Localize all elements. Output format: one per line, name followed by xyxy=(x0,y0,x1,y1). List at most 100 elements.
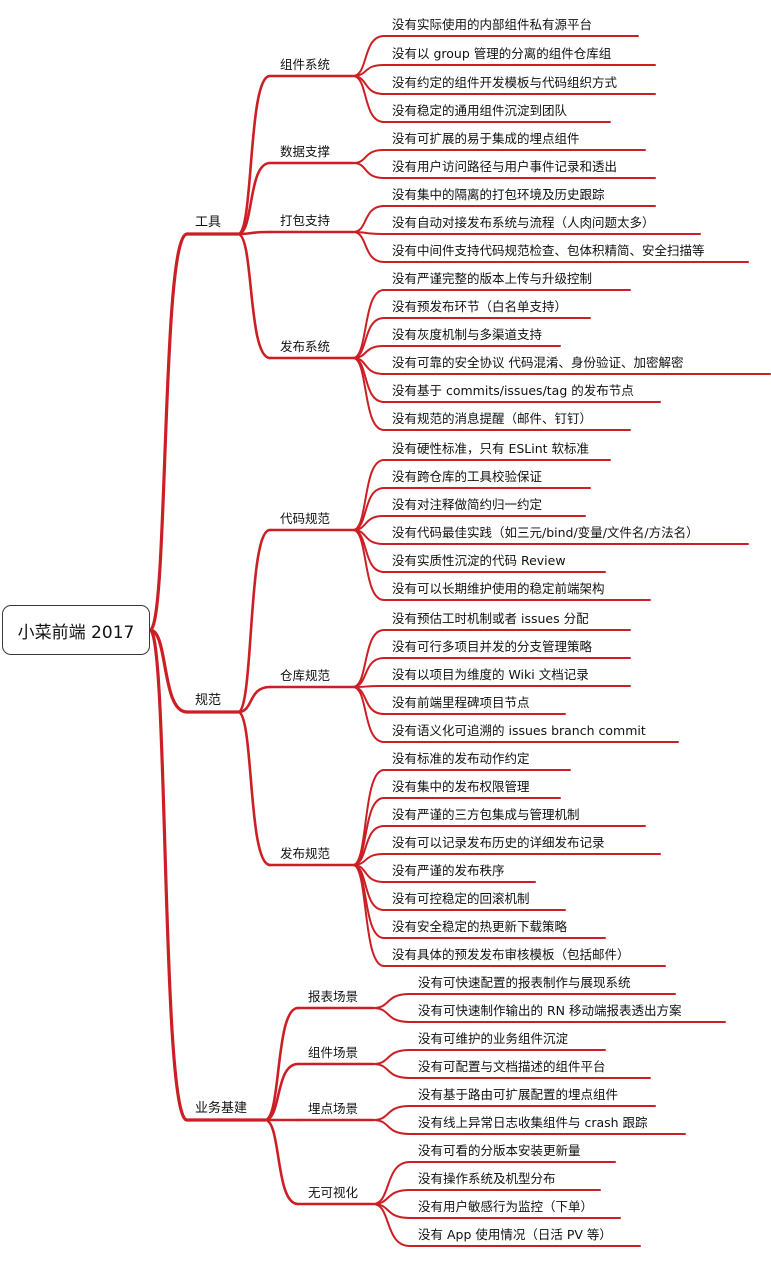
leaf-label[interactable]: 没有用户敏感行为监控（下单） xyxy=(418,1199,594,1214)
leaf-label[interactable]: 没有用户访问路径与用户事件记录和透出 xyxy=(392,159,618,174)
group-label[interactable]: 无可视化 xyxy=(308,1185,359,1200)
leaf-label[interactable]: 没有语义化可追溯的 issues branch commit xyxy=(392,723,646,738)
connector xyxy=(352,149,385,164)
leaf-label[interactable]: 没有可以长期维护使用的稳定前端架构 xyxy=(392,581,605,596)
leaf-label[interactable]: 没有基于路由可扩展配置的埋点组件 xyxy=(418,1087,619,1102)
connector xyxy=(372,1203,411,1247)
leaf-label[interactable]: 没有严谨完整的版本上传与升级控制 xyxy=(392,271,593,286)
group-label[interactable]: 代码规范 xyxy=(280,511,331,526)
group-label[interactable]: 仓库规范 xyxy=(280,668,331,683)
group-label[interactable]: 组件系统 xyxy=(280,57,331,72)
connector xyxy=(372,1007,411,1023)
leaf-label[interactable]: 没有操作系统及机型分布 xyxy=(418,1171,556,1186)
leaf-label[interactable]: 没有前端里程碑项目节点 xyxy=(392,695,530,710)
leaf-label[interactable]: 没有线上异常日志收集组件与 crash 跟踪 xyxy=(418,1115,648,1130)
group-label[interactable]: 发布规范 xyxy=(280,846,331,861)
root-label: 小菜前端 2017 xyxy=(17,622,135,643)
connector xyxy=(372,1063,411,1079)
connector xyxy=(352,686,385,743)
group-label[interactable]: 发布系统 xyxy=(280,339,331,354)
connector xyxy=(263,1006,300,1122)
leaf-label[interactable]: 没有自动对接发布系统与流程（人肉问题太多） xyxy=(392,215,655,230)
leaf-label[interactable]: 没有以 group 管理的分离的组件仓库组 xyxy=(392,46,612,61)
leaf-label[interactable]: 没有可看的分版本安装更新量 xyxy=(418,1143,581,1158)
leaf-label[interactable]: 没有代码最佳实践（如三元/bind/变量/文件名/方法名） xyxy=(392,525,699,540)
leaf-label[interactable]: 没有灰度机制与多渠道支持 xyxy=(392,327,543,342)
group-label[interactable]: 打包支持 xyxy=(280,213,331,228)
connector xyxy=(352,289,385,359)
connector xyxy=(263,1118,300,1206)
leaf-label[interactable]: 没有中间件支持代码规范检查、包体积精简、安全扫描等 xyxy=(392,243,705,258)
connector xyxy=(263,1062,300,1122)
leaf-label[interactable]: 没有可靠的安全协议 代码混淆、身份验证、加密解密 xyxy=(392,355,684,370)
connector xyxy=(352,35,385,77)
connector xyxy=(372,993,411,1009)
leaf-label[interactable]: 没有可行多项目并发的分支管理策略 xyxy=(392,639,593,654)
leaf-label[interactable]: 没有基于 commits/issues/tag 的发布节点 xyxy=(392,383,634,398)
leaf-label[interactable]: 没有具体的预发发布审核模板（包括邮件） xyxy=(392,947,630,962)
connector xyxy=(372,1161,411,1205)
leaf-label[interactable]: 没有可配置与文档描述的组件平台 xyxy=(418,1059,606,1074)
leaf-label[interactable]: 没有严谨的三方包集成与管理机制 xyxy=(392,807,580,822)
connector xyxy=(352,657,385,688)
branch-label[interactable]: 规范 xyxy=(195,693,222,708)
leaf-label[interactable]: 没有安全稳定的热更新下载策略 xyxy=(392,919,568,934)
connector xyxy=(352,317,385,359)
leaf-label[interactable]: 没有集中的发布权限管理 xyxy=(392,779,530,794)
leaf-label[interactable]: 没有可以记录发布历史的详细发布记录 xyxy=(392,835,605,850)
leaf-label[interactable]: 没有预发布环节（白名单支持） xyxy=(392,299,568,314)
connector xyxy=(352,162,385,179)
connector xyxy=(148,628,189,714)
group-label[interactable]: 数据支撑 xyxy=(280,144,331,159)
connector xyxy=(236,685,272,714)
connector xyxy=(236,74,272,236)
connector xyxy=(352,529,385,601)
connector xyxy=(372,1049,411,1065)
leaf-label[interactable]: 没有标准的发布动作约定 xyxy=(392,751,530,766)
connector xyxy=(352,75,385,123)
leaf-label[interactable]: 没有实质性沉淀的代码 Review xyxy=(392,553,566,568)
leaf-label[interactable]: 没有可快速制作输出的 RN 移动端报表透出方案 xyxy=(418,1003,682,1018)
group-label[interactable]: 组件场景 xyxy=(308,1045,359,1060)
connector xyxy=(148,232,189,632)
branch-label[interactable]: 工具 xyxy=(195,215,222,230)
leaf-label[interactable]: 没有可维护的业务组件沉淀 xyxy=(418,1031,569,1046)
leaf-label[interactable]: 没有可控稳定的回滚机制 xyxy=(392,891,530,906)
connector xyxy=(236,528,272,714)
connector xyxy=(236,710,272,867)
connector xyxy=(236,230,272,236)
connector xyxy=(236,161,272,236)
connector xyxy=(148,628,189,1122)
connector xyxy=(352,357,385,431)
connector xyxy=(352,205,385,233)
branch-label[interactable]: 业务基建 xyxy=(195,1101,248,1116)
connector xyxy=(352,864,385,911)
connector xyxy=(352,357,385,403)
leaf-label[interactable]: 没有硬性标准，只有 ESLint 软标准 xyxy=(392,441,590,456)
leaf-label[interactable]: 没有集中的隔离的打包环境及历史跟踪 xyxy=(392,187,605,202)
leaf-label[interactable]: 没有 App 使用情况（日活 PV 等） xyxy=(418,1227,612,1242)
connector xyxy=(352,487,385,531)
group-label[interactable]: 埋点场景 xyxy=(308,1101,359,1116)
connector xyxy=(352,231,385,263)
leaf-label[interactable]: 没有以项目为维度的 Wiki 文档记录 xyxy=(392,667,589,682)
leaf-label[interactable]: 没有规范的消息提醒（邮件、钉钉） xyxy=(392,411,593,426)
connector xyxy=(352,864,385,967)
connector xyxy=(352,686,385,715)
leaf-label[interactable]: 没有实际使用的内部组件私有源平台 xyxy=(392,17,593,32)
leaf-label[interactable]: 没有可快速配置的报表制作与展现系统 xyxy=(418,975,631,990)
leaf-label[interactable]: 没有约定的组件开发模板与代码组织方式 xyxy=(392,75,618,90)
leaf-label[interactable]: 没有跨仓库的工具校验保证 xyxy=(392,469,543,484)
connector xyxy=(372,1119,411,1135)
leaf-label[interactable]: 没有预估工时机制或者 issues 分配 xyxy=(392,611,589,626)
root-node[interactable]: 小菜前端 2017 xyxy=(2,605,150,655)
group-label[interactable]: 报表场景 xyxy=(308,989,359,1004)
leaf-label[interactable]: 没有稳定的通用组件沉淀到团队 xyxy=(392,103,568,118)
leaf-label[interactable]: 没有可扩展的易于集成的埋点组件 xyxy=(392,131,580,146)
leaf-label[interactable]: 没有对注释做简约归一约定 xyxy=(392,497,543,512)
connector xyxy=(372,1105,411,1121)
leaf-label[interactable]: 没有严谨的发布秩序 xyxy=(392,863,505,878)
connector xyxy=(352,529,385,573)
